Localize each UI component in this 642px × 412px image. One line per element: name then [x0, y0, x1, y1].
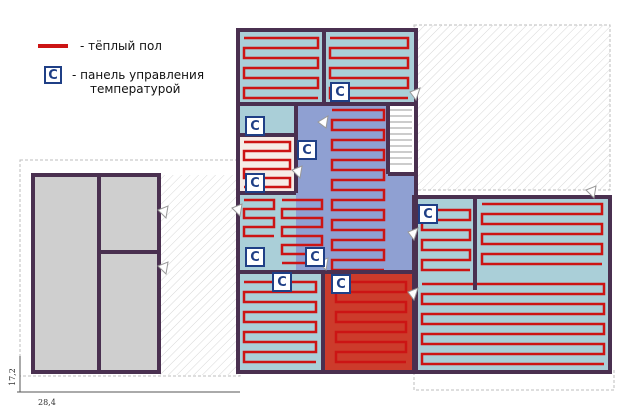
heating-loop-right-small	[420, 208, 472, 272]
heating-loop-kitchen	[242, 140, 292, 189]
legend-heating-label: - тёплый пол	[80, 39, 162, 53]
hatched-area-left	[160, 175, 240, 375]
control-panel-icon[interactable]: C	[305, 247, 325, 267]
dimension-horizontal: 28,4	[38, 398, 56, 407]
control-panel-icon[interactable]: C	[330, 82, 350, 102]
heating-loop-right-top	[480, 202, 604, 266]
heating-loop-right-bottom	[420, 282, 606, 366]
annex-building	[31, 173, 161, 374]
heating-loop-hall	[280, 198, 324, 265]
dimension-vertical: 17,2	[8, 368, 17, 386]
control-panel-icon[interactable]: C	[331, 274, 351, 294]
staircase	[390, 109, 412, 165]
legend-panel-label-line2: температурой	[90, 82, 181, 96]
legend-panel-icon: C	[44, 66, 62, 84]
control-panel-icon[interactable]: C	[297, 140, 317, 160]
heating-loop-corridor	[330, 108, 386, 272]
legend-panel-label: - панель управления температурой	[72, 68, 204, 96]
control-panel-icon[interactable]: C	[245, 247, 265, 267]
control-panel-icon[interactable]: C	[245, 173, 265, 193]
terrace-area-top	[413, 24, 611, 191]
heating-loop-room-sw	[242, 280, 318, 364]
control-panel-icon[interactable]: C	[418, 204, 438, 224]
control-panel-icon[interactable]: C	[245, 116, 265, 136]
legend-panel-label-line1: - панель управления	[72, 68, 205, 82]
heating-loop-room-nw	[242, 36, 320, 100]
floor-heating-pipes	[242, 36, 606, 366]
control-panel-icon[interactable]: C	[272, 272, 292, 292]
legend-heating-line	[38, 44, 68, 48]
heating-loop-hall-west	[242, 198, 276, 238]
